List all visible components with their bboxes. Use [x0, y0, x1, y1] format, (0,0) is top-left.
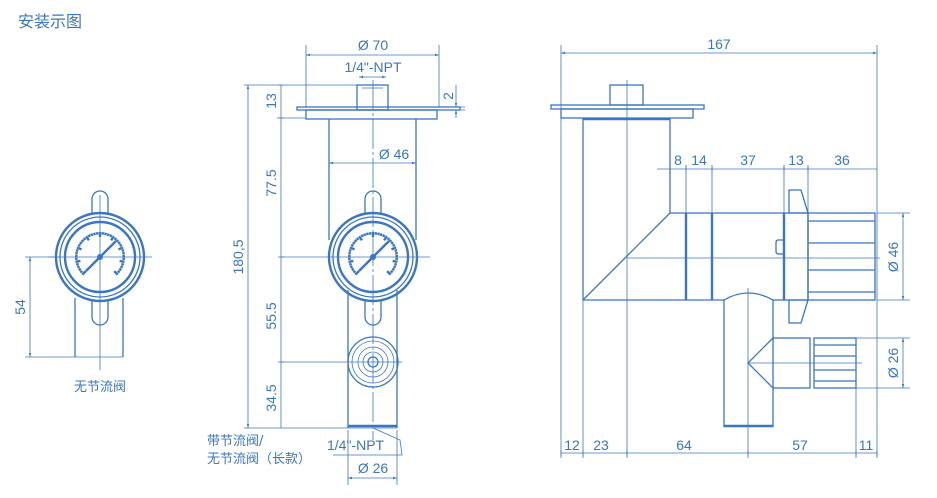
gauge-scale-ticks — [74, 232, 126, 276]
dim-body-dia: Ø 46 — [379, 146, 410, 162]
page-title: 安装示图 — [18, 12, 82, 31]
dim-height-54: 54 — [12, 299, 28, 315]
label-no-throttle: 无节流阀 — [74, 380, 126, 395]
gauge-scale-ticks — [347, 232, 399, 276]
dim-flange-dia: Ø 70 — [358, 37, 389, 53]
label-with-throttle: 带节流阀/ — [207, 434, 264, 449]
dim-bottom-1: 23 — [593, 437, 609, 453]
gauge-top-tab — [91, 190, 109, 214]
thread-top: 1/4"-NPT — [344, 59, 402, 75]
dim-outlet-dia: Ø 26 — [358, 460, 389, 476]
dim-bottom-0: 12 — [564, 437, 580, 453]
dim-upper: 77.5 — [263, 169, 279, 196]
dim-plate-thk: 2 — [440, 92, 456, 100]
dim-flange-thk: 13 — [263, 93, 279, 109]
dim-middle: 55.5 — [263, 302, 279, 329]
gauge-bottom-tab — [364, 300, 382, 326]
side-view: 167 8 14 37 13 36 12 23 64 57 11 Ø 46 Ø … — [550, 36, 910, 458]
dim-valve-dia: Ø 26 — [885, 348, 901, 379]
thread-bottom: 1/4"-NPT — [327, 437, 385, 453]
dim-top-3: 13 — [788, 152, 804, 168]
dim-gauge-dia: Ø 46 — [885, 242, 901, 273]
dim-total-height: 180,5 — [230, 239, 246, 274]
dim-bottom-3: 57 — [792, 437, 808, 453]
dim-top-1: 14 — [691, 152, 707, 168]
dim-bottom-4: 11 — [859, 437, 874, 453]
dim-top-0: 8 — [674, 152, 682, 168]
dim-top-2: 37 — [740, 152, 756, 168]
dim-total-width: 167 — [707, 36, 731, 52]
left-view: 54 无节流阀 — [12, 190, 152, 395]
dim-top-4: 36 — [834, 152, 850, 168]
dim-lower: 34.5 — [263, 384, 279, 411]
front-view: Ø 70 1/4"-NPT 13 180,5 77.5 55.5 34.5 2 … — [207, 37, 465, 485]
dim-bottom-2: 64 — [676, 437, 692, 453]
gauge-top-tab — [364, 190, 382, 214]
label-no-throttle-long: 无节流阀（长款） — [207, 452, 311, 467]
